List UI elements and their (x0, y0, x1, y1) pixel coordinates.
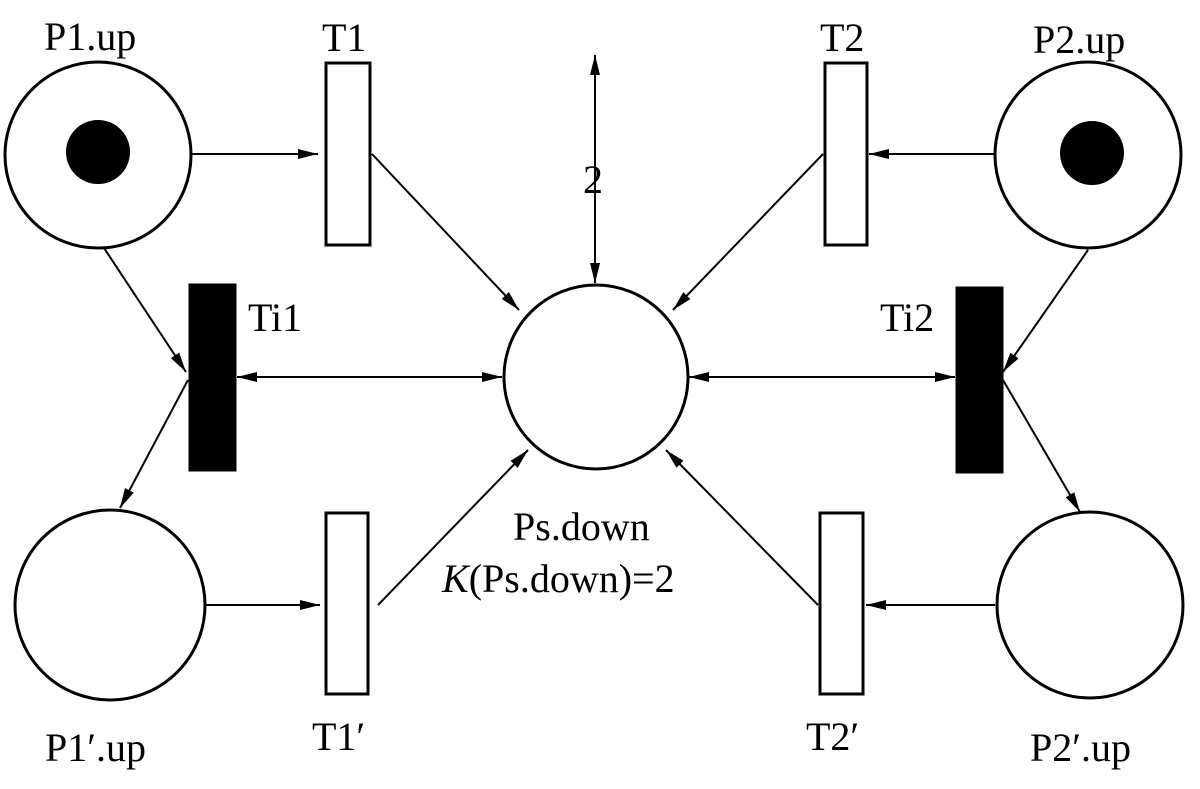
label-t1: T1 (322, 15, 366, 60)
place-p1prime-up (13, 508, 207, 702)
label-p1-up: P1.up (44, 14, 136, 59)
label-arc-weight: 2 (583, 157, 603, 202)
arc-t1-to-psdown (371, 153, 520, 311)
transition-t2prime (818, 511, 865, 696)
transition-t1 (324, 61, 372, 247)
arc-t2-to-psdown (672, 153, 824, 311)
transitions (188, 61, 1004, 696)
arc-p2up-to-ti2 (1002, 249, 1089, 373)
transition-ti1 (188, 283, 237, 472)
arc-p1up-to-ti1 (103, 247, 187, 373)
arc-ti1-to-p1pup (119, 379, 189, 509)
arcs (103, 55, 1089, 610)
capacity-k: K (441, 556, 471, 601)
label-p2prime-up: P2′.up (1030, 725, 1131, 770)
labels: P1.up P2.up P1′.up P2′.up T1 T2 Ti1 Ti2 … (44, 14, 1131, 770)
label-t1prime: T1′ (312, 714, 365, 759)
transition-ti2 (955, 286, 1004, 474)
label-ps-down: Ps.down (513, 504, 650, 549)
label-t2: T2 (820, 15, 864, 60)
place-p2prime-up (995, 510, 1185, 700)
arc-t2p-to-psdown (665, 449, 819, 606)
transition-t2 (823, 61, 869, 247)
label-capacity: K(Ps.down)=2 (441, 556, 675, 601)
token-p1-up (66, 120, 130, 184)
label-p1prime-up: P1′.up (45, 725, 146, 770)
label-t2prime: T2′ (806, 714, 859, 759)
capacity-expression: (Ps.down)=2 (469, 556, 675, 601)
transition-t1prime (324, 511, 370, 696)
arc-t1p-to-psdown (377, 449, 529, 606)
arc-ti2-to-p2pup (1002, 379, 1081, 513)
label-ti2: Ti2 (880, 295, 934, 340)
label-ti1: Ti1 (248, 295, 302, 340)
label-p2-up: P2.up (1033, 17, 1125, 62)
token-p2-up (1060, 121, 1124, 185)
place-ps-down (502, 283, 690, 471)
